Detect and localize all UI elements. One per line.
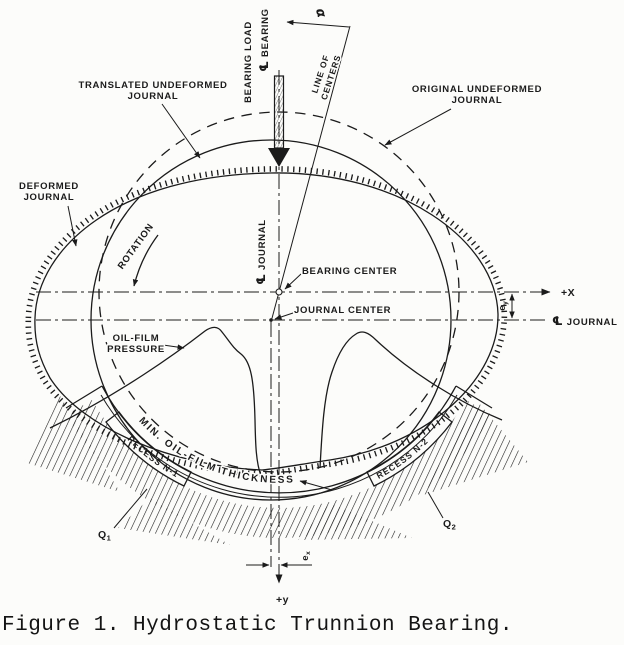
deformed-journal-label: DEFORMED JOURNAL	[18, 180, 80, 205]
q2-leader	[427, 491, 444, 519]
deformed-label-line1: DEFORMED	[19, 181, 79, 192]
bearing-load-label: BEARING LOAD	[243, 21, 254, 103]
hatch-jag-bottom-right	[298, 503, 412, 540]
load-arrow-shaft	[273, 75, 285, 149]
leader-lines	[67, 103, 452, 529]
y-axis-label: +y	[276, 594, 289, 606]
hatch-jag-left	[24, 396, 120, 492]
rotation-arrow	[132, 234, 159, 287]
eccentricity-dimensions	[246, 293, 515, 568]
ey-label: ey	[497, 301, 509, 311]
journal-centerline-label-inner: ℄ JOURNAL	[254, 219, 268, 285]
bearing-shell-hatching	[24, 396, 528, 545]
q2-main: Q	[443, 518, 452, 530]
recess-pocket-2	[366, 411, 453, 487]
translated-undeformed-label: TRANSLATED UNDEFORMED JOURNAL	[77, 79, 228, 104]
line-of-centers-line	[270, 25, 351, 323]
shell-end-edge-left	[65, 385, 103, 409]
ex-main: e	[300, 555, 311, 561]
ex-label: ex	[300, 551, 312, 561]
line-of-centers-label: LINE OF CENTERS	[308, 52, 344, 103]
x-axis-label: +X	[561, 287, 575, 299]
alpha-angle-tick	[286, 19, 350, 28]
journal-center-marker	[269, 318, 273, 322]
hatch-band-left	[66, 400, 279, 538]
bearing-center-label: BEARING CENTER	[302, 266, 397, 277]
ex-sub: x	[305, 551, 312, 555]
q1-label: Q1	[98, 529, 111, 543]
deformed-label-line2: JOURNAL	[24, 192, 75, 203]
ey-sub: y	[502, 301, 509, 305]
deformed-journal-outline	[34, 172, 499, 471]
bearing-cl-symbol: ℄	[257, 61, 271, 72]
deformed-journal	[25, 166, 508, 478]
journal-center-label: JOURNAL CENTER	[294, 305, 391, 316]
q1-leader	[113, 488, 148, 529]
oil-film-label-line2: PRESSURE	[107, 344, 165, 355]
oil-film-leader	[162, 344, 185, 350]
journal-center-leader	[274, 312, 294, 320]
ey-main: e	[497, 305, 508, 311]
pressure-lobe-left	[49, 326, 262, 477]
journal-cl-word-right: JOURNAL	[567, 317, 618, 328]
hatch-jag-right	[420, 402, 528, 496]
q2-label: Q2	[443, 518, 456, 532]
q2-sub: 2	[452, 523, 456, 532]
original-label-line2: JOURNAL	[452, 95, 503, 106]
original-undeformed-label: ORIGINAL UNDEFORMED JOURNAL	[410, 83, 543, 108]
original-label-line1: ORIGINAL UNDEFORMED	[412, 84, 542, 95]
journal-cl-symbol-inner: ℄	[254, 274, 268, 285]
load-arrow-head	[268, 148, 290, 167]
original-leader	[384, 108, 452, 146]
journal-centerline-label-right: ℄ JOURNAL	[552, 314, 618, 328]
journal-cl-symbol-right: ℄	[552, 314, 563, 328]
translated-label-line1: TRANSLATED UNDEFORMED	[78, 80, 227, 91]
q1-main: Q	[98, 529, 107, 541]
hatch-band-right	[279, 400, 492, 538]
bearing-center-marker	[275, 288, 283, 296]
hatch-jag-bottom-left	[118, 498, 230, 545]
figure-caption: Figure 1. Hydrostatic Trunnion Bearing.	[2, 614, 513, 637]
oil-film-pressure-label: OIL-FILM PRESSURE	[106, 332, 166, 357]
pressure-lobe-right	[319, 331, 503, 469]
bearing-centerline-label: ℄ BEARING	[257, 8, 271, 71]
oil-film-label-line1: OIL-FILM	[113, 333, 160, 344]
min-film-leader	[299, 480, 333, 491]
bearing-center-leader	[284, 273, 302, 290]
translated-label-line2: JOURNAL	[128, 91, 179, 102]
bearing-cl-word: BEARING	[260, 8, 271, 57]
deformed-leader	[67, 205, 78, 247]
translated-leader	[161, 103, 201, 159]
journal-cl-word-inner: JOURNAL	[257, 219, 268, 270]
q1-sub: 1	[107, 534, 111, 543]
oil-film-pressure-curve	[49, 326, 503, 477]
bearing-load-arrow	[268, 75, 290, 167]
deformed-journal-ticks	[25, 166, 508, 478]
shell-end-edge-right	[455, 385, 493, 409]
alpha-angle-label: α	[312, 7, 329, 20]
recess-pocket-1	[105, 411, 192, 487]
